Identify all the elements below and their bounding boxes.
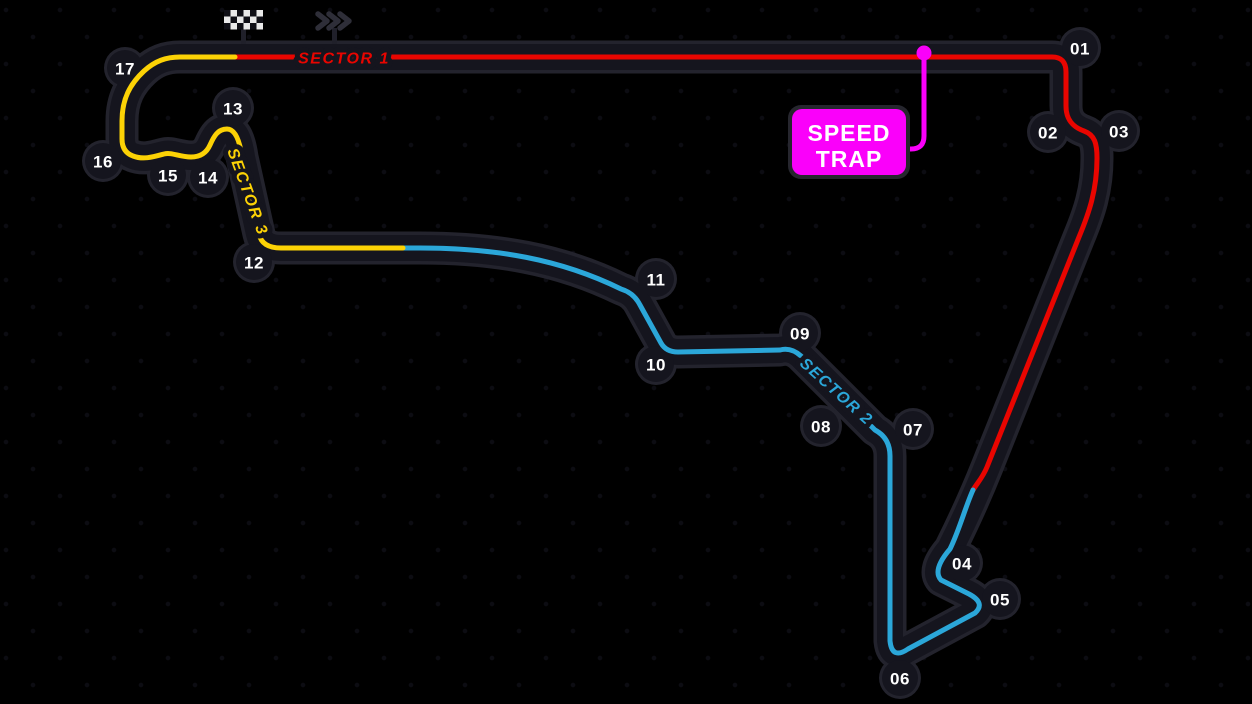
chevron-stem	[332, 28, 337, 44]
corner-badge	[882, 660, 918, 696]
sector1-line	[232, 54, 1100, 493]
corner-badge	[190, 159, 226, 195]
corner-label-09: 09	[790, 325, 810, 344]
corner-badge	[638, 346, 674, 382]
corner-badge	[895, 411, 931, 447]
corner-label-11: 11	[647, 271, 666, 290]
corner-badge	[1030, 114, 1066, 150]
corner-label-15: 15	[158, 167, 178, 186]
corner-label-08: 08	[811, 418, 831, 437]
corner-label-02: 02	[1038, 124, 1058, 143]
corner-label-17: 17	[115, 60, 135, 79]
corner-badge	[1101, 113, 1137, 149]
corner-badge	[236, 244, 272, 280]
corner-badge	[782, 315, 818, 351]
speed-trap-label-line2: TRAP	[816, 146, 883, 172]
sector3-line	[119, 54, 406, 251]
corner-badge	[107, 50, 143, 86]
corner-label-16: 16	[93, 153, 113, 172]
corner-label-01: 01	[1070, 40, 1090, 59]
corner-badge	[803, 408, 839, 444]
speed-trap-label-line1: SPEED	[808, 120, 891, 146]
corner-label-10: 10	[646, 356, 666, 375]
corner-badge	[1062, 30, 1098, 66]
speed-trap-box	[792, 109, 906, 175]
speed-trap: SPEED TRAP	[788, 45, 932, 179]
corner-badge	[944, 545, 980, 581]
corner-badge	[85, 143, 121, 179]
corner-label-05: 05	[990, 591, 1010, 610]
speed-trap-dot	[916, 45, 932, 61]
flag-stem	[241, 28, 246, 44]
corner-label-13: 13	[223, 100, 243, 119]
corner-label-06: 06	[890, 670, 910, 689]
corner-label-03: 03	[1109, 123, 1129, 142]
chevrons-right-icon	[315, 11, 352, 44]
speed-trap-pointer-line	[905, 57, 927, 152]
corner-label-07: 07	[903, 421, 923, 440]
corner-badge	[150, 157, 186, 193]
sector2-line	[400, 245, 982, 656]
corner-badge	[982, 581, 1018, 617]
track-casing-layer	[85, 30, 1137, 696]
sector1-label: SECTOR 1	[298, 51, 390, 68]
corner-badge	[215, 90, 251, 126]
corner-label-12: 12	[244, 254, 264, 273]
corner-label-14: 14	[198, 169, 218, 188]
corner-label-04: 04	[952, 555, 972, 574]
checkered-flag-icon	[224, 10, 263, 44]
corner-badge	[638, 261, 674, 297]
